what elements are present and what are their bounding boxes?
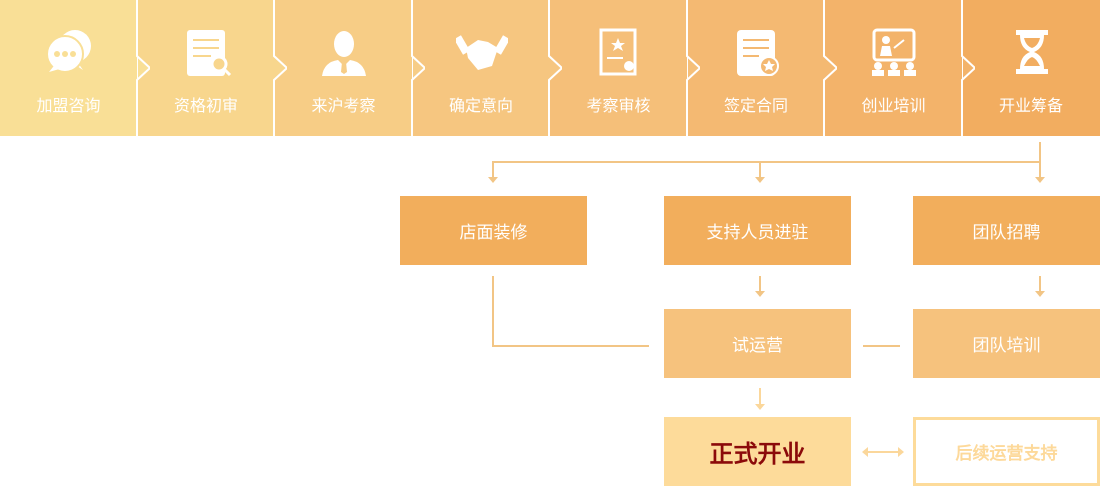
step-label: 来沪考察 <box>311 96 376 115</box>
box-trial-operation: 试运营 <box>664 309 851 378</box>
arrow-down-icon <box>755 291 765 297</box>
connector-line <box>863 345 900 347</box>
box-store-decoration: 店面装修 <box>400 196 587 265</box>
box-label: 支持人员进驻 <box>706 223 809 243</box>
connector-line <box>759 276 761 292</box>
arrow-down-icon <box>755 404 765 410</box>
chat-bubbles-icon <box>46 30 91 73</box>
box-label: 后续运营支持 <box>955 444 1058 464</box>
step-chevron-icon <box>685 0 700 136</box>
box-label: 正式开业 <box>709 440 806 468</box>
connector-line <box>1039 276 1041 292</box>
step-chevron-icon <box>410 0 425 136</box>
step-chevron-icon <box>823 0 837 136</box>
step-label: 考察审核 <box>586 96 651 115</box>
step-5: 考察审核 <box>550 0 687 136</box>
document-search-icon <box>186 30 231 77</box>
step-chevron-icon <box>273 0 287 136</box>
step-7: 创业培训 <box>825 0 962 136</box>
connector-line <box>759 161 761 178</box>
arrow-down-icon <box>488 177 498 183</box>
step-label: 确定意向 <box>448 96 513 115</box>
step-chevron-icon <box>960 0 975 136</box>
connector-line <box>492 345 649 347</box>
businessman-icon <box>322 31 366 76</box>
box-team-training: 团队培训 <box>913 309 1100 378</box>
box-official-opening: 正式开业 <box>664 417 851 486</box>
certificate-icon <box>599 28 637 76</box>
connector-line <box>492 161 494 178</box>
step-2: 资格初审 <box>137 0 275 136</box>
process-steps-bar: 加盟咨询 资格初审 来沪考察 确定意向 考察审核 签定合同 创业培训 开业筹备 <box>0 0 1100 136</box>
box-label: 店面装修 <box>459 223 528 243</box>
contract-icon <box>736 30 779 76</box>
connector-line <box>492 161 1041 163</box>
box-followup-support: 后续运营支持 <box>913 417 1100 486</box>
connector-line <box>1039 142 1041 178</box>
training-icon <box>872 28 916 76</box>
step-6: 签定合同 <box>687 0 825 136</box>
handshake-icon <box>455 35 508 70</box>
step-label: 资格初审 <box>173 96 238 115</box>
connector-line <box>492 276 494 347</box>
arrow-down-icon <box>1035 177 1045 183</box>
box-label: 试运营 <box>732 336 783 356</box>
arrow-down-icon <box>1035 291 1045 297</box>
box-label: 团队招聘 <box>972 223 1041 243</box>
step-1: 加盟咨询 <box>0 0 137 136</box>
box-team-recruit: 团队招聘 <box>913 196 1100 265</box>
box-staff-support: 支持人员进驻 <box>664 196 851 265</box>
step-4: 确定意向 <box>412 0 550 136</box>
step-label: 创业培训 <box>861 96 926 115</box>
double-arrow-icon <box>862 447 904 457</box>
step-3: 来沪考察 <box>275 0 412 136</box>
step-chevron-icon <box>548 0 562 136</box>
box-label: 团队培训 <box>972 336 1041 356</box>
step-chevron-icon <box>135 0 150 136</box>
step-8: 开业筹备 <box>962 0 1100 136</box>
step-label: 签定合同 <box>723 96 788 115</box>
step-label: 加盟咨询 <box>36 96 101 115</box>
hourglass-icon <box>1015 30 1048 74</box>
connector-line <box>759 388 761 404</box>
step-label: 开业筹备 <box>998 96 1063 115</box>
arrow-down-icon <box>755 177 765 183</box>
